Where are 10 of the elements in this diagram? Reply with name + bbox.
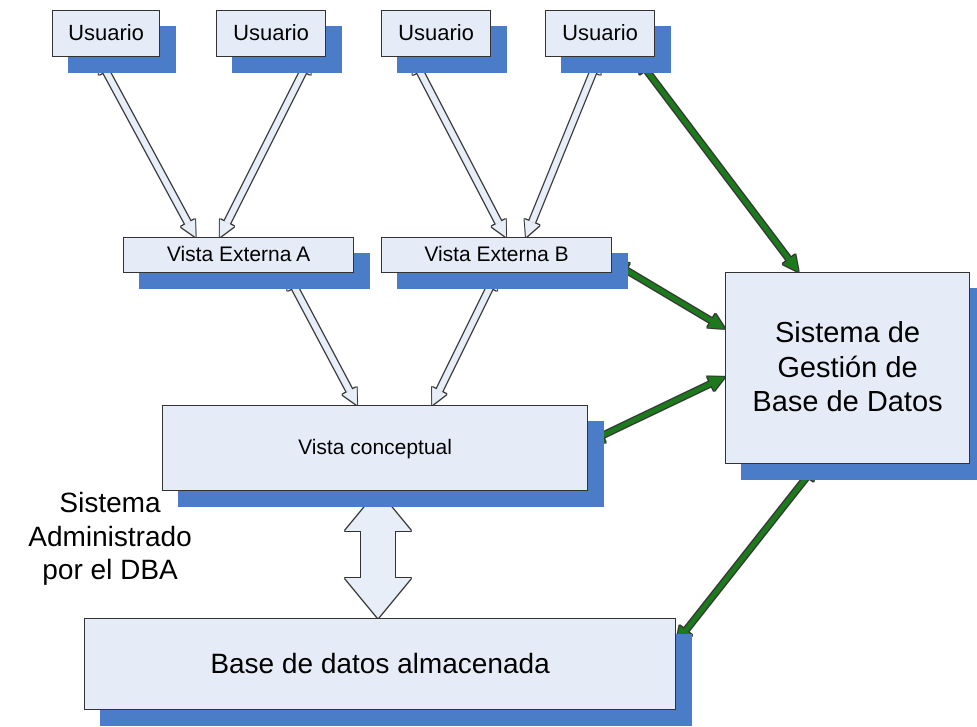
- box-label: Usuario: [397, 20, 475, 47]
- box-label: Usuario: [561, 20, 639, 47]
- box-label: Vista Externa A: [166, 242, 312, 268]
- annotation-text: Sistema Administrado por el DBA: [27, 486, 193, 587]
- box-label: Sistema de Gestión de Base de Datos: [751, 316, 944, 420]
- box-label: Usuario: [67, 20, 145, 47]
- box-label: Usuario: [232, 20, 310, 47]
- box-label: Vista Externa B: [423, 242, 570, 268]
- box-label: Vista conceptual: [297, 435, 453, 461]
- box-label: Base de datos almacenada: [209, 647, 551, 681]
